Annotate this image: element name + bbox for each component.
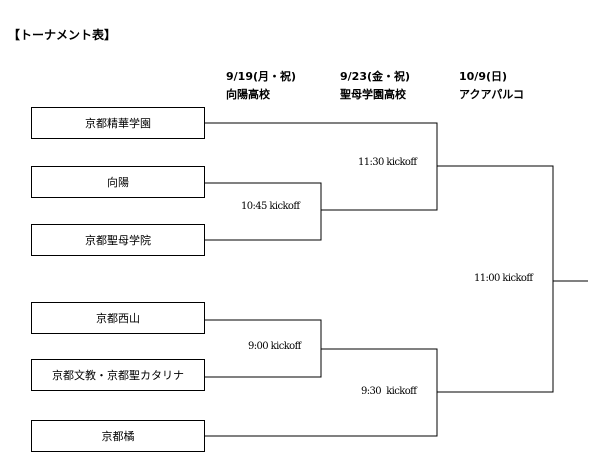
bracket-line-r1-top [205, 182, 322, 241]
kickoff-r1-top: 10:45 kickoff [241, 201, 300, 212]
kickoff-r2-top: 11:30 kickoff [358, 157, 417, 168]
round-2-venue: 聖母学園高校 [340, 88, 406, 101]
round-3-date: 10/9(日) [459, 70, 508, 83]
kickoff-r1-bottom: 9:00 kickoff [248, 341, 301, 352]
bracket-line-final [437, 165, 554, 393]
team-box: 京都西山 [31, 302, 205, 334]
team-box: 向陽 [31, 166, 205, 198]
team-box: 京都文教・京都聖カタリナ [31, 359, 205, 391]
round-1-venue: 向陽高校 [226, 88, 270, 101]
team-box: 京都聖母学院 [31, 224, 205, 256]
round-3-venue: アクアパルコ [459, 88, 525, 101]
kickoff-r2-bottom: 9:30 kickoff [361, 386, 417, 397]
kickoff-final: 11:00 kickoff [474, 273, 533, 284]
round-1-date: 9/19(月・祝) [226, 70, 297, 83]
page-title: 【トーナメント表】 [8, 28, 117, 42]
team-box: 京都精華学園 [31, 107, 205, 139]
team-box: 京都橘 [31, 420, 205, 452]
round-2-date: 9/23(金・祝) [340, 70, 411, 83]
